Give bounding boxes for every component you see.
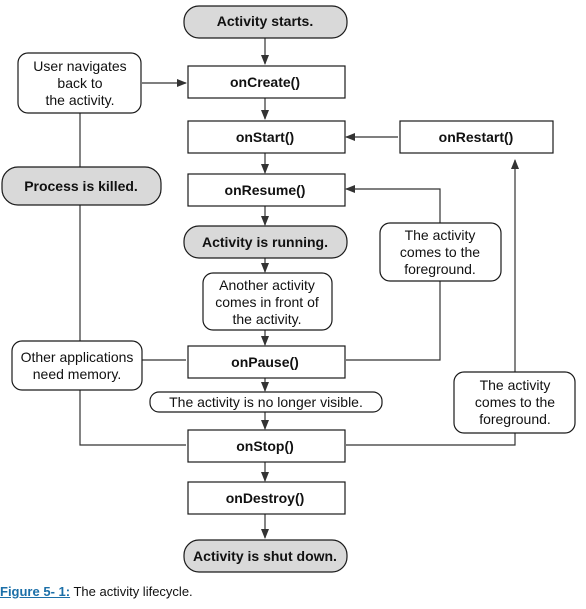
no-longer-visible-note <box>149 391 383 413</box>
another-activity-line-3: the activity. <box>233 311 302 327</box>
activity-running-node <box>183 225 348 259</box>
onrestart-label: onRestart() <box>439 129 514 145</box>
foreground-lower-line-3: foreground. <box>479 411 551 427</box>
onrestart-node <box>399 120 554 154</box>
user-navigates-line-3: the activity. <box>46 92 115 108</box>
onpause-label: onPause() <box>231 354 299 370</box>
activity-starts-label: Activity starts. <box>217 13 313 29</box>
oncreate-node <box>187 65 346 99</box>
process-killed-label: Process is killed. <box>24 178 138 194</box>
foreground-lower-line-2: comes to the <box>475 394 555 410</box>
figure-caption: Figure 5- 1: The activity lifecycle. <box>0 584 193 599</box>
onresume-label: onResume() <box>225 182 306 198</box>
onstop-label: onStop() <box>236 438 294 454</box>
edge-onstop-back-to-onrestart <box>346 159 519 446</box>
onresume-node <box>187 173 346 207</box>
onpause-node <box>187 345 346 379</box>
edge-killed-to-onstop <box>79 113 186 446</box>
figure-caption-label[interactable]: Figure 5- 1: <box>0 584 71 599</box>
onstart-node <box>187 120 346 154</box>
user-navigates-line-2: back to <box>57 75 102 91</box>
foreground-lower-line-1: The activity <box>480 377 551 393</box>
another-activity-line-1: Another activity <box>219 277 315 293</box>
activity-running-label: Activity is running. <box>202 234 328 250</box>
another-activity-note <box>202 272 333 331</box>
foreground-upper-note <box>379 222 502 282</box>
other-apps-note <box>11 340 143 391</box>
no-longer-visible-label: The activity is no longer visible. <box>169 394 363 410</box>
onstart-label: onStart() <box>236 129 294 145</box>
user-navigates-line-1: User navigates <box>33 58 126 74</box>
other-apps-line-1: Other applications <box>21 349 134 365</box>
foreground-upper-line-1: The activity <box>405 227 476 243</box>
activity-starts-node <box>183 5 348 39</box>
user-navigates-note <box>17 52 142 114</box>
another-activity-line-2: comes in front of <box>215 294 319 310</box>
onstop-node <box>187 429 346 463</box>
figure-caption-text: The activity lifecycle. <box>70 584 193 599</box>
other-apps-line-2: need memory. <box>33 366 121 382</box>
ondestroy-node <box>187 481 346 515</box>
process-killed-node <box>1 166 162 206</box>
ondestroy-label: onDestroy() <box>226 490 305 506</box>
activity-shut-down-node <box>183 539 348 573</box>
foreground-lower-note <box>453 371 576 434</box>
oncreate-label: onCreate() <box>230 74 300 90</box>
activity-shut-down-label: Activity is shut down. <box>193 548 337 564</box>
foreground-upper-line-3: foreground. <box>404 261 476 277</box>
foreground-upper-line-2: comes to the <box>400 244 480 260</box>
